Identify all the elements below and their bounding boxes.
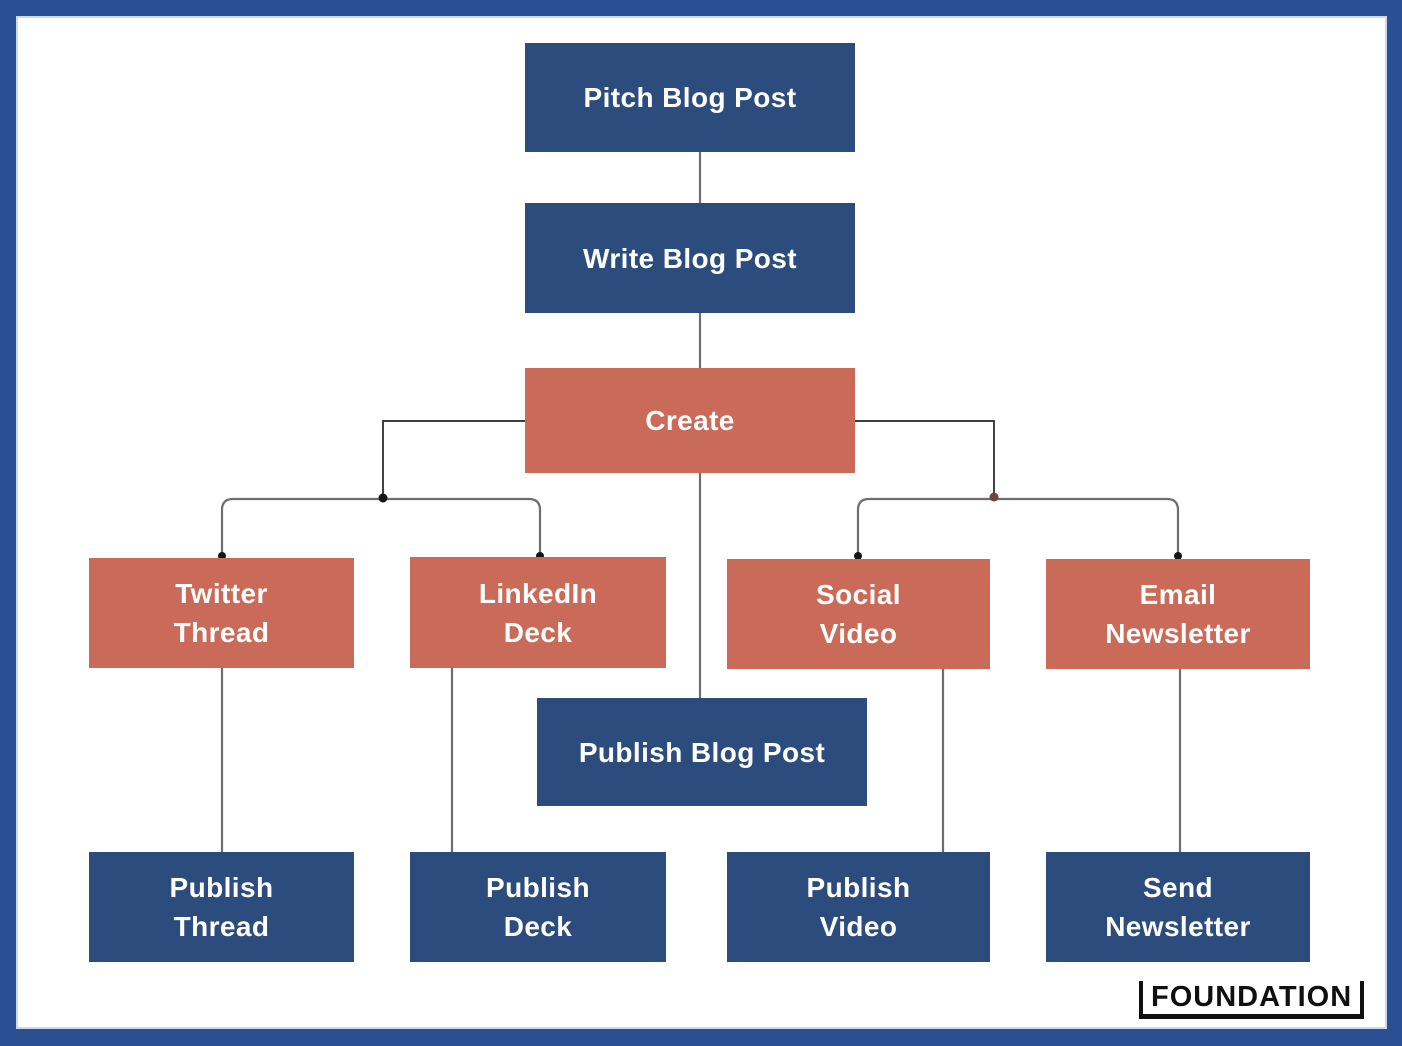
node-label: Thread — [173, 911, 270, 942]
node-create: Create — [525, 368, 855, 473]
node-label: Create — [645, 405, 735, 436]
node-social-video: Social Video — [727, 559, 990, 669]
connector-left-branch-bar — [220, 497, 542, 555]
node-label: Newsletter — [1105, 911, 1251, 942]
junction-dot-right — [989, 492, 999, 502]
node-label: Deck — [503, 616, 573, 648]
node-label: Publish — [169, 872, 274, 903]
node-twitter-thread: Twitter Thread — [89, 558, 354, 668]
node-label: Write Blog Post — [583, 242, 797, 274]
node-write-blog-post: Write Blog Post — [525, 203, 855, 313]
node-label: Video — [819, 911, 898, 942]
connector-right-branch-bar — [856, 497, 1180, 555]
connector-create-right-elbow — [855, 420, 995, 493]
node-label: Email — [1139, 579, 1217, 610]
connector-create-left-elbow — [382, 420, 525, 494]
arrow-dot-social — [854, 552, 862, 560]
node-label: Twitter — [175, 578, 268, 609]
node-pitch-blog-post: Pitch Blog Post — [525, 43, 855, 152]
foundation-logo: FOUNDATION — [1139, 981, 1365, 1019]
foundation-logo-text: FOUNDATION — [1151, 981, 1353, 1013]
node-publish-deck: Publish Deck — [410, 852, 666, 962]
node-publish-video: Publish Video — [727, 852, 990, 962]
node-email-newsletter: Email Newsletter — [1046, 559, 1310, 669]
node-label: Thread — [173, 617, 270, 648]
node-publish-blog-post: Publish Blog Post — [537, 698, 867, 806]
node-label: Send — [1142, 872, 1214, 903]
node-label: Newsletter — [1105, 618, 1251, 649]
junction-dot-left — [378, 493, 388, 503]
node-label: Publish — [486, 872, 590, 903]
node-linkedin-deck: LinkedIn Deck — [410, 557, 666, 668]
node-label: Publish Blog Post — [578, 736, 826, 768]
node-label: LinkedIn — [478, 577, 598, 609]
node-publish-thread: Publish Thread — [89, 852, 354, 962]
node-label: Deck — [503, 911, 573, 942]
node-label: Social — [816, 579, 901, 610]
node-label: Publish — [806, 872, 911, 903]
node-send-newsletter: Send Newsletter — [1046, 852, 1310, 962]
arrow-dot-email — [1174, 552, 1182, 560]
node-label: Pitch Blog Post — [583, 82, 797, 113]
node-label: Video — [819, 618, 898, 649]
